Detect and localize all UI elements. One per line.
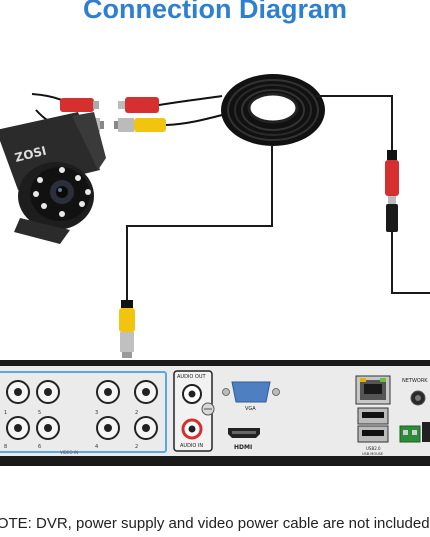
cable-video-to-dvr <box>126 146 273 300</box>
cable-connector-video <box>114 113 227 132</box>
usb-port <box>357 425 389 443</box>
bnc-port <box>96 380 120 404</box>
vga-label: VGA <box>245 406 256 412</box>
channel-number: 3 <box>95 410 98 416</box>
channel-number: 1 <box>4 410 7 416</box>
cable-power-branch <box>316 95 393 150</box>
network-port <box>355 375 391 405</box>
audio-out-port <box>182 384 202 404</box>
video-in-label: VIDEO IN <box>60 450 78 455</box>
camera: ZOSI <box>0 112 106 244</box>
channel-number: 5 <box>38 410 41 416</box>
channel-number: 2 <box>135 410 138 416</box>
dvr-video-connector <box>119 300 135 358</box>
vga-port <box>222 381 280 403</box>
power-switch <box>410 390 426 406</box>
hdmi-label: HDMI <box>234 444 252 451</box>
bnc-port <box>134 380 158 404</box>
network-label: NETWORK <box>402 378 428 384</box>
channel-number: 2 <box>135 444 138 450</box>
power-adapter-connector <box>385 150 399 232</box>
bnc-port <box>36 416 60 440</box>
dvr-rear-panel: 1 5 3 2 8 6 4 2 VIDEO IN AUDIO OUT AUDIO… <box>0 360 430 466</box>
cable-power-to-supply <box>391 232 430 294</box>
channel-number: 6 <box>38 444 41 450</box>
bnc-port <box>134 416 158 440</box>
usb-label: USB2.0 <box>366 446 381 451</box>
diagram-title: Connection Diagram <box>82 0 348 24</box>
cable-connector-power <box>118 95 223 113</box>
bnc-port <box>6 380 30 404</box>
audio-in-label: AUDIO IN <box>180 443 203 449</box>
bnc-port <box>96 416 120 440</box>
usb-sub-label: USB MOUSE <box>362 452 383 456</box>
note-text: NOTE: DVR, power supply and video power … <box>0 515 430 532</box>
audio-out-label: AUDIO OUT <box>177 374 207 380</box>
cable-coil <box>221 74 325 146</box>
hdmi-port <box>228 428 260 438</box>
usb-port <box>357 407 389 425</box>
audio-in-port <box>181 418 203 440</box>
bnc-port <box>6 416 30 440</box>
bnc-port <box>36 380 60 404</box>
channel-number: 8 <box>4 444 7 450</box>
camera-connector-power <box>31 93 99 112</box>
bnc-input-highlight <box>0 371 167 453</box>
terminal-block <box>399 422 430 443</box>
channel-number: 4 <box>95 444 98 450</box>
screw-icon <box>201 402 215 416</box>
